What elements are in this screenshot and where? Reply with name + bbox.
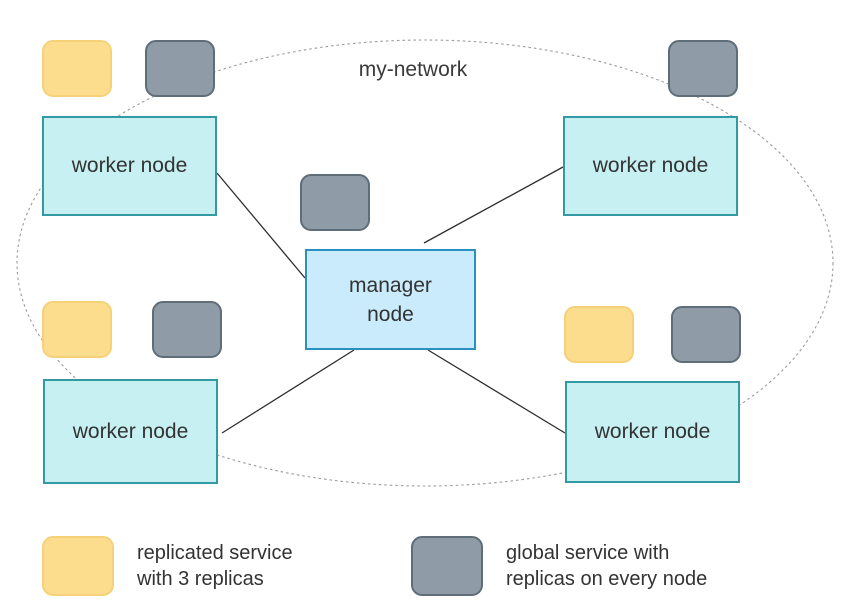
legend-global-label: global service with replicas on every no…: [506, 542, 708, 590]
global-service-bottom-right: [671, 306, 741, 363]
global-service-manager: [300, 174, 370, 231]
worker-node-top-right: worker node: [563, 116, 738, 216]
edge-manager-worker-bottom-right: [427, 349, 566, 434]
legend-replicated-swatch: [42, 536, 114, 596]
edge-manager-worker-bottom-left: [221, 349, 355, 434]
global-service-top-right: [668, 40, 738, 97]
worker-node-bottom-left: worker node: [43, 379, 218, 484]
manager-node: manager node: [305, 249, 476, 350]
legend-global-swatch: [411, 536, 483, 596]
network-label: my-network: [359, 58, 468, 81]
replicated-service-top-left: [42, 40, 112, 97]
network-boundary: [16, 39, 834, 487]
legend-replicated-label: replicated service with 3 replicas: [137, 542, 293, 590]
edge-manager-worker-top-left: [216, 172, 306, 279]
global-service-top-left: [145, 40, 215, 97]
worker-node-top-left: worker node: [42, 116, 217, 216]
global-service-bottom-left: [152, 301, 222, 358]
replicated-service-bottom-right: [564, 306, 634, 363]
edge-manager-worker-top-right: [423, 166, 564, 244]
worker-node-bottom-right: worker node: [565, 381, 740, 483]
replicated-service-bottom-left: [42, 301, 112, 358]
